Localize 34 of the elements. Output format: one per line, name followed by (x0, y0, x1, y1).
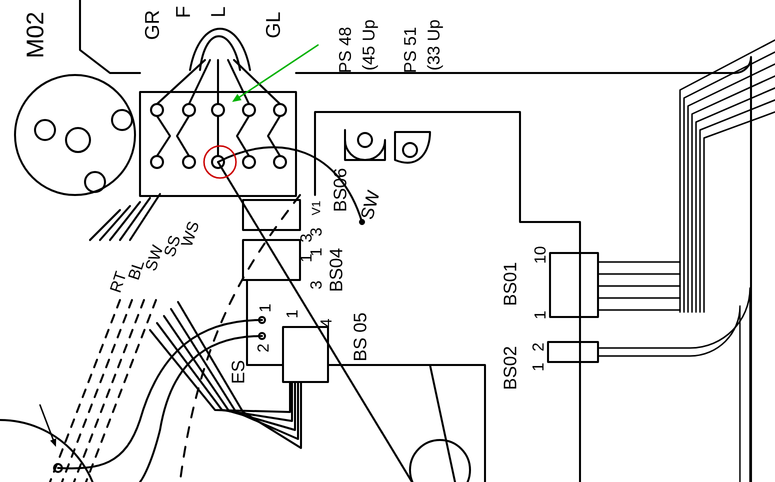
pin-label: 2 (532, 343, 544, 351)
pin-label: 1 (310, 248, 322, 256)
pin-label: GR (144, 10, 160, 39)
pin-label: BS02 (504, 346, 516, 389)
pin-label: 2 (257, 344, 269, 352)
pin-label: 4 (320, 319, 332, 328)
pin-label: SW (146, 244, 162, 270)
pin-label: (33 Up (427, 20, 443, 70)
pin-label: PS 48 (338, 28, 352, 72)
pin-label: BS04 (330, 248, 342, 291)
pin-label: WS (180, 222, 198, 245)
pin-label: RT (110, 270, 126, 292)
pin-label: L (211, 7, 225, 16)
pin-label: BS01 (504, 262, 516, 305)
pin-label: M02 (26, 12, 44, 56)
pin-label: GL (266, 12, 280, 38)
pin-label: SS (164, 236, 180, 256)
pin-label: 10 (534, 246, 546, 263)
pin-label: 1 (286, 310, 298, 318)
pin-label: V1 (312, 201, 320, 216)
pin-label: 3 (300, 234, 312, 242)
pin-label: 3 (310, 281, 322, 289)
pin-label: PS 51 (404, 28, 416, 72)
pin-label: 1 (300, 254, 312, 262)
pin-label: 1 (534, 311, 546, 318)
pin-label: 1 (260, 304, 270, 312)
pin-label: ES (232, 360, 244, 383)
pin-label: 1 (532, 363, 544, 370)
pin-label: BL (128, 262, 144, 280)
pin-label: BS 05 (354, 313, 366, 360)
pin-label: F (176, 6, 190, 16)
pin-label: SW (361, 189, 379, 220)
pin-label: (45 Up (362, 20, 378, 70)
pin-label: 3 (310, 228, 322, 236)
